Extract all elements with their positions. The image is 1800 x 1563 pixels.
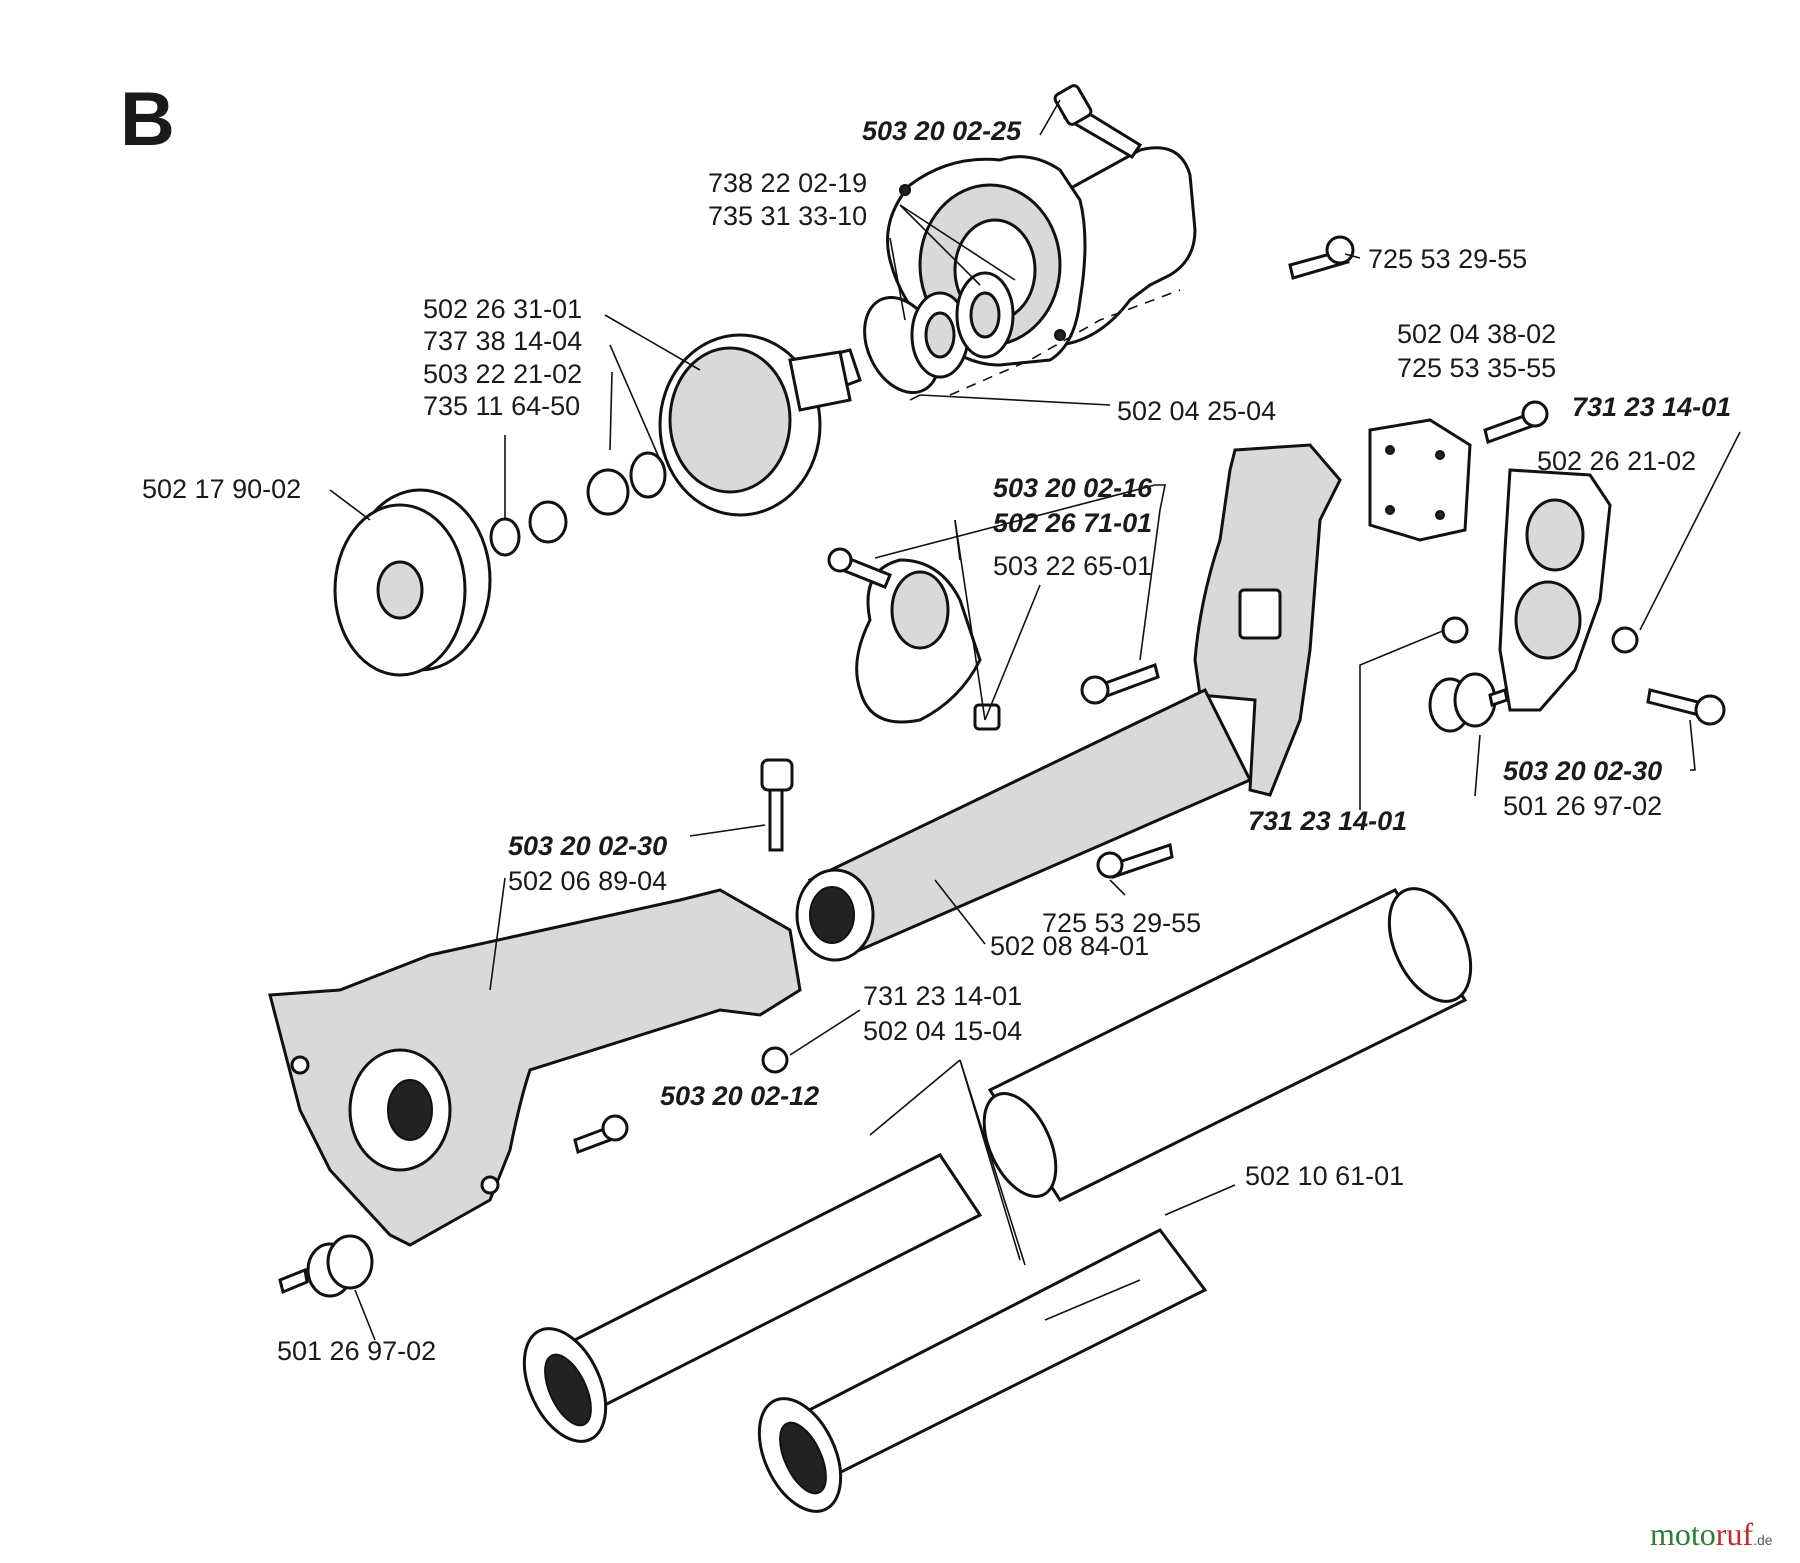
watermark-part1: moto (1650, 1516, 1716, 1552)
handle-bracket (1193, 443, 1342, 797)
watermark-logo: motoruf.de (1650, 1516, 1773, 1552)
washers-nuts (489, 451, 667, 557)
handle-tube (795, 688, 1253, 962)
label-503-22-21-02: 503 22 21-02 (423, 359, 582, 389)
housing-nut (761, 1046, 789, 1074)
label-502-04-25-04: 502 04 25-04 (1117, 396, 1276, 426)
label-502-08-84-01: 502 08 84-01 (990, 931, 1149, 961)
clamp-screw (827, 547, 892, 589)
label-503-20-02-25: 503 20 02-25 (862, 116, 1022, 146)
bracket-screws (1080, 663, 1174, 879)
cap-screw (1483, 400, 1549, 444)
clutch-disc (333, 488, 492, 677)
section-letter: B (120, 77, 175, 162)
label-738-22-02-19: 738 22 02-19 (708, 168, 867, 198)
vibration-damper-right (1428, 672, 1509, 733)
label-503-22-65-01: 503 22 65-01 (993, 551, 1152, 581)
label-725-53-29-55-mid: 725 53 29-55 (1042, 908, 1201, 938)
shaft-tube-long (982, 887, 1473, 1202)
label-731-23-14-01-low: 731 23 14-01 (863, 981, 1022, 1011)
label-503-20-02-30-left: 503 20 02-30 (508, 831, 667, 861)
label-503-20-02-12: 503 20 02-12 (660, 1081, 819, 1111)
label-502-04-38-02: 502 04 38-02 (1397, 319, 1556, 349)
top-screw (1053, 84, 1143, 160)
label-502-10-61-01: 502 10 61-01 (1245, 1161, 1404, 1191)
shaft-tube-liner (757, 1228, 1208, 1513)
label-502-26-21-02: 502 26 21-02 (1537, 446, 1696, 476)
label-735-31-33-10: 735 31 33-10 (708, 201, 867, 231)
housing-top-screw (760, 758, 794, 852)
label-501-26-97-02-left: 501 26 97-02 (277, 1336, 436, 1366)
svg-text:motoruf.de: motoruf.de (1650, 1516, 1773, 1552)
side-screw (1288, 235, 1355, 280)
label-502-26-31-01: 502 26 31-01 (423, 294, 582, 324)
handle-nuts (1441, 616, 1639, 654)
label-731-23-14-01-top: 731 23 14-01 (1572, 392, 1731, 422)
label-731-23-14-01-mid: 731 23 14-01 (1248, 806, 1407, 836)
watermark-suffix: .de (1753, 1532, 1773, 1548)
label-502-06-89-04: 502 06 89-04 (508, 866, 667, 896)
label-735-11-64-50: 735 11 64-50 (423, 391, 580, 421)
label-503-20-02-16: 503 20 02-16 (993, 473, 1153, 503)
label-503-20-02-30-right: 503 20 02-30 (1503, 756, 1662, 786)
handle-grip (1498, 468, 1612, 712)
label-737-38-14-04: 737 38 14-04 (423, 326, 582, 356)
clutch-drum (658, 333, 862, 517)
label-502-26-71-01: 502 26 71-01 (993, 508, 1152, 538)
label-725-53-29-55-top: 725 53 29-55 (1368, 244, 1527, 274)
label-725-53-35-55: 725 53 35-55 (1397, 353, 1556, 383)
shaft-tube-lower-left (522, 1153, 983, 1443)
housing-side-screw (573, 1114, 629, 1154)
bearing-set (863, 271, 1015, 395)
clamp-cap (1368, 418, 1472, 542)
leader-lines (329, 99, 1741, 1341)
engine-housing (268, 888, 802, 1247)
part-labels: 503 20 02-25 738 22 02-19 735 31 33-10 7… (142, 116, 1731, 1366)
grip-screw (1646, 688, 1726, 726)
label-502-04-15-04: 502 04 15-04 (863, 1016, 1022, 1046)
vibration-damper-left (278, 1234, 374, 1298)
throttle-clamp (855, 558, 1001, 731)
watermark-part2: ruf (1716, 1516, 1754, 1552)
label-502-17-90-02: 502 17 90-02 (142, 474, 301, 504)
label-501-26-97-02-right: 501 26 97-02 (1503, 791, 1662, 821)
